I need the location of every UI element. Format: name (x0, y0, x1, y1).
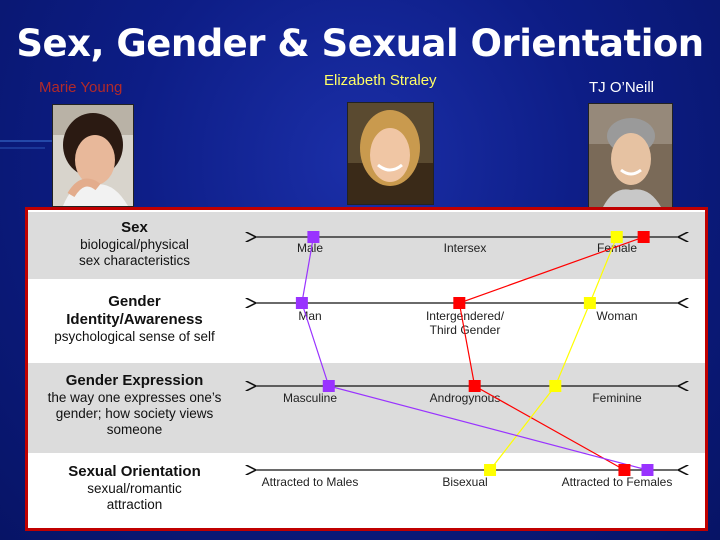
person-position-marker (484, 464, 497, 476)
row-label-sex: Sex biological/physical sex characterist… (28, 219, 241, 269)
scale-label: Attracted to Males (262, 475, 359, 489)
row-subtitle: biological/physical (80, 237, 189, 252)
person-position-marker (468, 380, 481, 392)
row-subtitle: sex characteristics (78, 253, 191, 268)
person-position-marker (295, 297, 308, 309)
scale-label: Female (597, 241, 637, 255)
scale-label: Third Gender (430, 323, 501, 337)
row-subtitle: gender; how society views (55, 406, 214, 421)
person-position-marker (453, 297, 466, 309)
scale-label: Bisexual (442, 475, 487, 489)
row-subtitle: sexual/romantic (87, 481, 182, 496)
scale-label: Masculine (283, 391, 337, 405)
decorative-line (0, 147, 45, 149)
scale-label: Attracted to Females (562, 475, 673, 489)
row-gender-identity: Gender Identity/Awareness psychological … (28, 279, 705, 363)
scale-label: Feminine (592, 391, 642, 405)
row-heading: Gender (108, 293, 161, 310)
person-name-elizabeth: Elizabeth Straley (324, 72, 437, 89)
slide-title: Sex, Gender & Sexual Orientation (16, 22, 704, 65)
row-label-gender-identity: Gender Identity/Awareness psychological … (28, 293, 241, 345)
person-position-marker (637, 231, 650, 243)
row-label-sexual-orientation: Sexual Orientation sexual/romantic attra… (28, 463, 241, 513)
row-subtitle: the way one expresses one’s (47, 390, 222, 405)
row-subtitle: attraction (106, 497, 163, 512)
photo-elizabeth (347, 102, 434, 205)
portrait-elizabeth-image (348, 103, 433, 204)
photo-marie (52, 104, 134, 207)
scale-label: Man (298, 309, 321, 323)
photo-tj (588, 103, 673, 208)
portrait-marie-image (53, 105, 133, 206)
row-heading: Identity/Awareness (66, 311, 203, 328)
person-position-marker (549, 380, 562, 392)
scale-label: Intergendered/ (426, 309, 505, 323)
row-subtitle: psychological sense of self (54, 329, 215, 344)
person-position-marker (641, 464, 654, 476)
scale-label: Intersex (444, 241, 487, 255)
person-name-marie: Marie Young (39, 79, 123, 96)
person-position-marker (618, 464, 631, 476)
person-name-tj: TJ O’Neill (589, 79, 655, 96)
scale-label: Woman (596, 309, 637, 323)
person-position-marker (307, 231, 320, 243)
row-gender-expression: Gender Expression the way one expresses … (28, 363, 705, 453)
row-heading: Gender Expression (65, 372, 204, 389)
decorative-line (0, 140, 60, 142)
scale-label: Androgynous (430, 391, 501, 405)
person-position-marker (610, 231, 623, 243)
spectrum-panel: Sex biological/physical sex characterist… (25, 207, 708, 531)
row-sexual-orientation: Sexual Orientation sexual/romantic attra… (28, 453, 705, 528)
row-sex: Sex biological/physical sex characterist… (28, 212, 705, 279)
row-label-gender-expression: Gender Expression the way one expresses … (28, 372, 241, 438)
person-position-marker (583, 297, 596, 309)
person-connector-line (489, 236, 618, 471)
row-heading: Sex (121, 219, 148, 236)
person-connector-line (301, 236, 648, 471)
portrait-tj-image (589, 104, 672, 207)
row-heading: Sexual Orientation (68, 463, 201, 480)
person-connector-line (458, 236, 644, 471)
person-position-marker (322, 380, 335, 392)
scale-label: Male (297, 241, 323, 255)
row-subtitle: someone (106, 422, 163, 437)
